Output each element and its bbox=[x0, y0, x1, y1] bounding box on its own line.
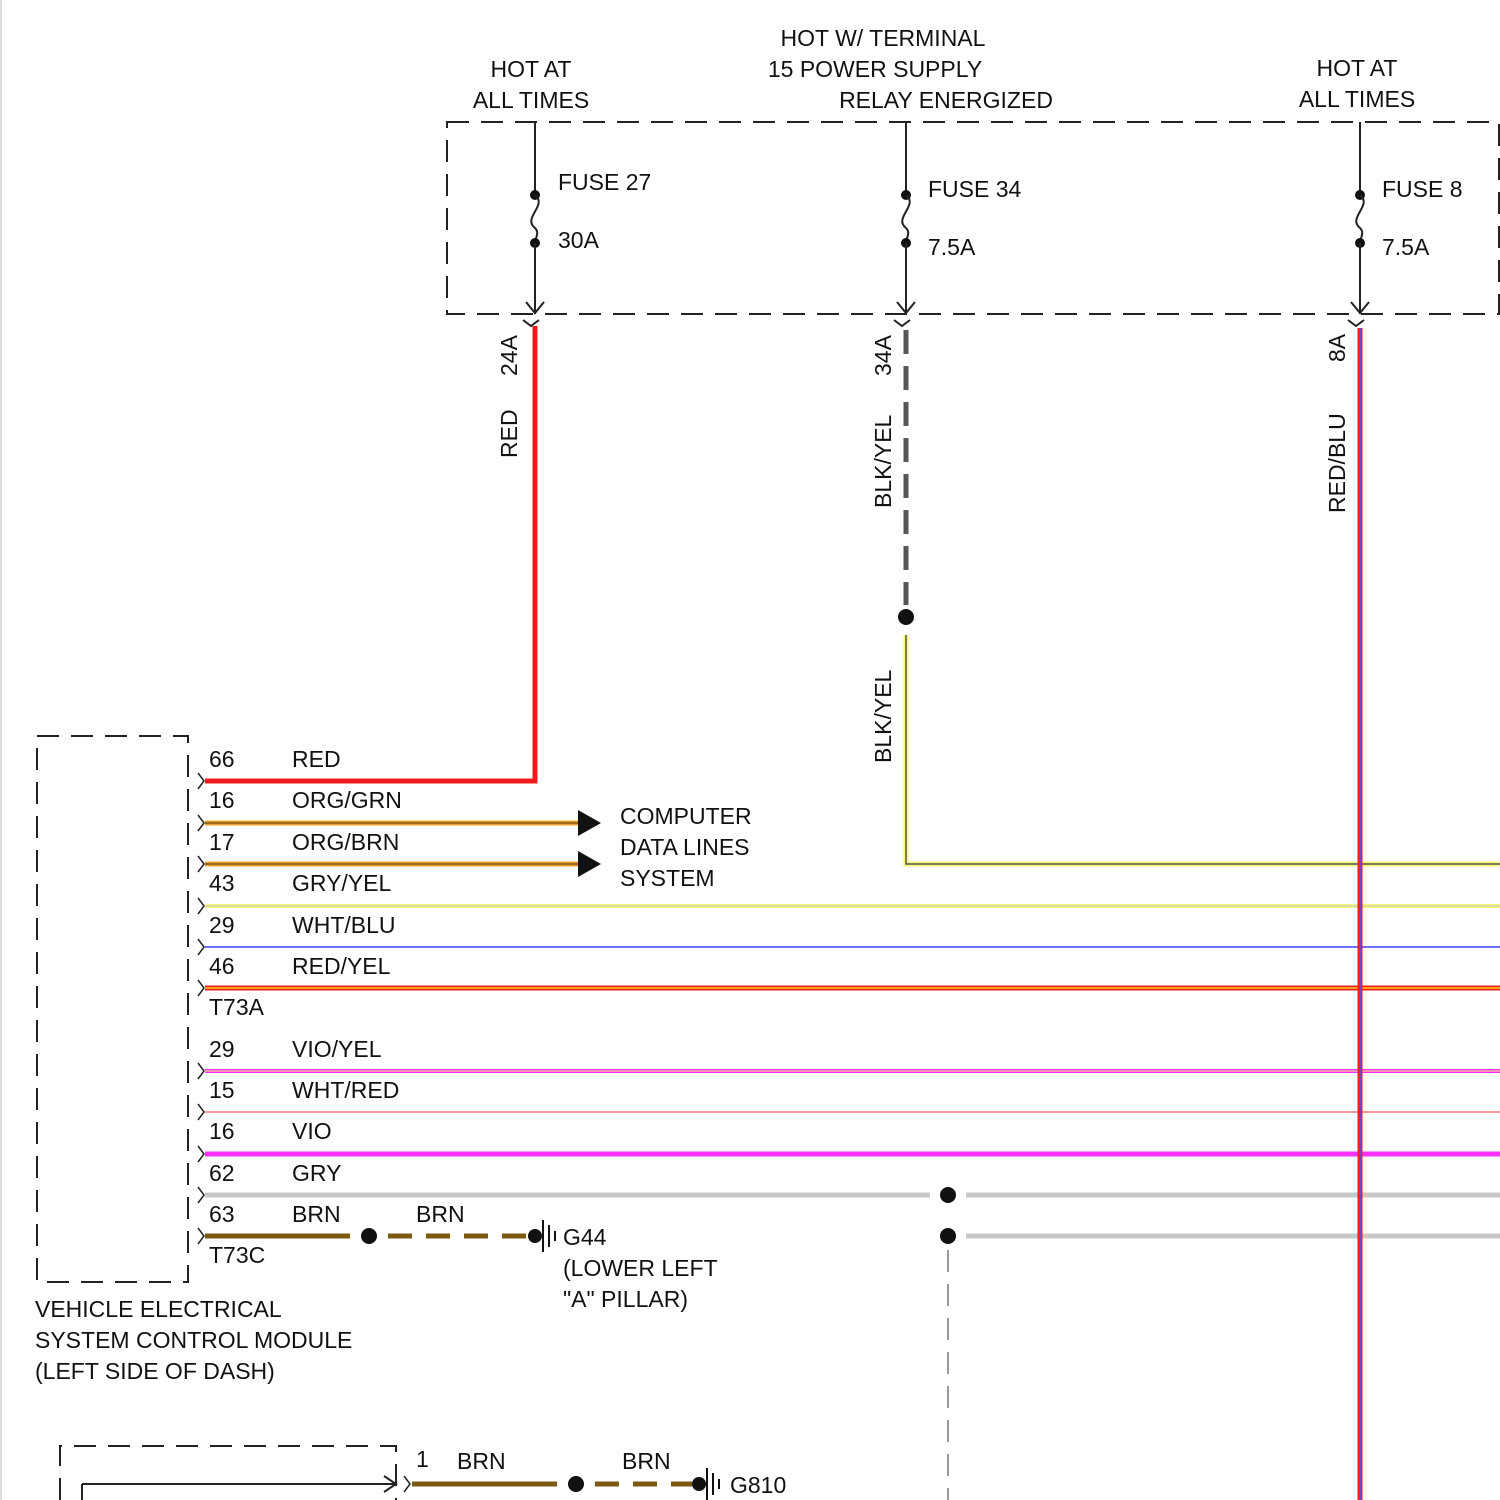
pin-number: 17 bbox=[209, 829, 235, 855]
pin-wire-color: GRY bbox=[292, 1160, 341, 1186]
splice-gry-1 bbox=[940, 1187, 956, 1203]
bottom-pin-number: 1 bbox=[416, 1446, 429, 1472]
circuit-8a-label: 8A bbox=[1324, 333, 1350, 362]
connector-t73a: 66 RED 16 ORG/GRN 17 ORG/BRN 43 GRY/YEL … bbox=[209, 746, 402, 1020]
wire-red-label: RED bbox=[496, 409, 522, 458]
ground-symbol-g44-icon bbox=[543, 1220, 555, 1252]
supply-middle-line2: 15 POWER SUPPLY bbox=[768, 56, 982, 82]
data-lines-label-line3: SYSTEM bbox=[620, 865, 715, 891]
pin-number: 63 bbox=[209, 1201, 235, 1227]
pin-wire-color: WHT/BLU bbox=[292, 912, 396, 938]
wire-red-blu-label: RED/BLU bbox=[1324, 413, 1350, 513]
supply-right-line1: HOT AT bbox=[1317, 55, 1398, 81]
fuse-8-rating: 7.5A bbox=[1382, 234, 1430, 260]
ground-symbol-g810-icon bbox=[707, 1468, 719, 1500]
splice-blk-yel bbox=[898, 609, 914, 625]
bottom-wire-label-1: BRN bbox=[457, 1448, 506, 1474]
supply-middle-line3: RELAY ENERGIZED bbox=[839, 87, 1053, 113]
module-label-line1: VEHICLE ELECTRICAL bbox=[35, 1296, 282, 1322]
fuse-27-rating: 30A bbox=[558, 227, 600, 253]
ground-g44-location-line1: (LOWER LEFT bbox=[563, 1255, 718, 1281]
supply-middle-line1: HOT W/ TERMINAL bbox=[781, 25, 986, 51]
ground-g810-name: G810 bbox=[730, 1472, 786, 1498]
fuse-27: FUSE 27 30A bbox=[523, 122, 651, 326]
pin-number: 66 bbox=[209, 746, 235, 772]
fuse-8: FUSE 8 7.5A bbox=[1348, 122, 1463, 326]
pin-wire-color: VIO bbox=[292, 1118, 332, 1144]
fuse-34-rating: 7.5A bbox=[928, 234, 976, 260]
data-line-arrow-1 bbox=[578, 810, 601, 836]
ground-g44-location-line2: "A" PILLAR) bbox=[563, 1286, 688, 1312]
pin-number: 46 bbox=[209, 953, 235, 979]
connector-ticks bbox=[198, 773, 204, 1244]
fuse-34-name: FUSE 34 bbox=[928, 176, 1022, 202]
pin-number: 43 bbox=[209, 870, 235, 896]
wire-red-24a bbox=[205, 326, 535, 781]
circuit-24a-label: 24A bbox=[496, 334, 522, 376]
pin-wire-color: ORG/BRN bbox=[292, 829, 399, 855]
supply-right-line2: ALL TIMES bbox=[1299, 86, 1415, 112]
splice-brn-bottom bbox=[568, 1476, 584, 1492]
splice-gry-2 bbox=[940, 1228, 956, 1244]
supply-left-line1: HOT AT bbox=[491, 56, 572, 82]
data-line-arrow-2 bbox=[578, 851, 601, 877]
pin-number: 29 bbox=[209, 912, 235, 938]
module-label-line3: (LEFT SIDE OF DASH) bbox=[35, 1358, 275, 1384]
pin-number: 16 bbox=[209, 787, 235, 813]
wire-blk-yel-upper-label: BLK/YEL bbox=[870, 414, 896, 508]
connector-t73c-name: T73C bbox=[209, 1242, 265, 1268]
data-lines-label-line1: COMPUTER bbox=[620, 803, 752, 829]
wire-blk-yel-lower-label: BLK/YEL bbox=[870, 669, 896, 763]
pin-wire-color: BRN bbox=[292, 1201, 341, 1227]
brn-wire-label: BRN bbox=[416, 1201, 465, 1227]
module-label-line2: SYSTEM CONTROL MODULE bbox=[35, 1327, 352, 1353]
pin-number: 62 bbox=[209, 1160, 235, 1186]
data-lines-label-line2: DATA LINES bbox=[620, 834, 750, 860]
fuse-34: FUSE 34 7.5A bbox=[894, 122, 1022, 326]
pin-wire-color: WHT/RED bbox=[292, 1077, 399, 1103]
circuit-34a-label: 34A bbox=[870, 334, 896, 376]
pin-number: 29 bbox=[209, 1036, 235, 1062]
pin-wire-color: RED/YEL bbox=[292, 953, 391, 979]
fuse-27-name: FUSE 27 bbox=[558, 169, 651, 195]
pin-wire-color: GRY/YEL bbox=[292, 870, 391, 896]
splice-brn bbox=[361, 1228, 377, 1244]
connector-t73a-name: T73A bbox=[209, 994, 265, 1020]
fuse-box-outline bbox=[447, 122, 1499, 314]
bottom-component-box bbox=[60, 1446, 396, 1500]
supply-left-line2: ALL TIMES bbox=[473, 87, 589, 113]
wire-blk-yel-solid bbox=[906, 635, 1500, 864]
control-module-box bbox=[37, 736, 188, 1282]
pin-wire-color: VIO/YEL bbox=[292, 1036, 382, 1062]
pin-number: 15 bbox=[209, 1077, 235, 1103]
ground-g44-name: G44 bbox=[563, 1224, 607, 1250]
pin-number: 16 bbox=[209, 1118, 235, 1144]
pin-wire-color: RED bbox=[292, 746, 341, 772]
fuse-8-name: FUSE 8 bbox=[1382, 176, 1463, 202]
supply-labels: HOT AT ALL TIMES HOT W/ TERMINAL 15 POWE… bbox=[473, 25, 1415, 113]
bottom-wire-label-2: BRN bbox=[622, 1448, 671, 1474]
pin-wire-color: ORG/GRN bbox=[292, 787, 402, 813]
